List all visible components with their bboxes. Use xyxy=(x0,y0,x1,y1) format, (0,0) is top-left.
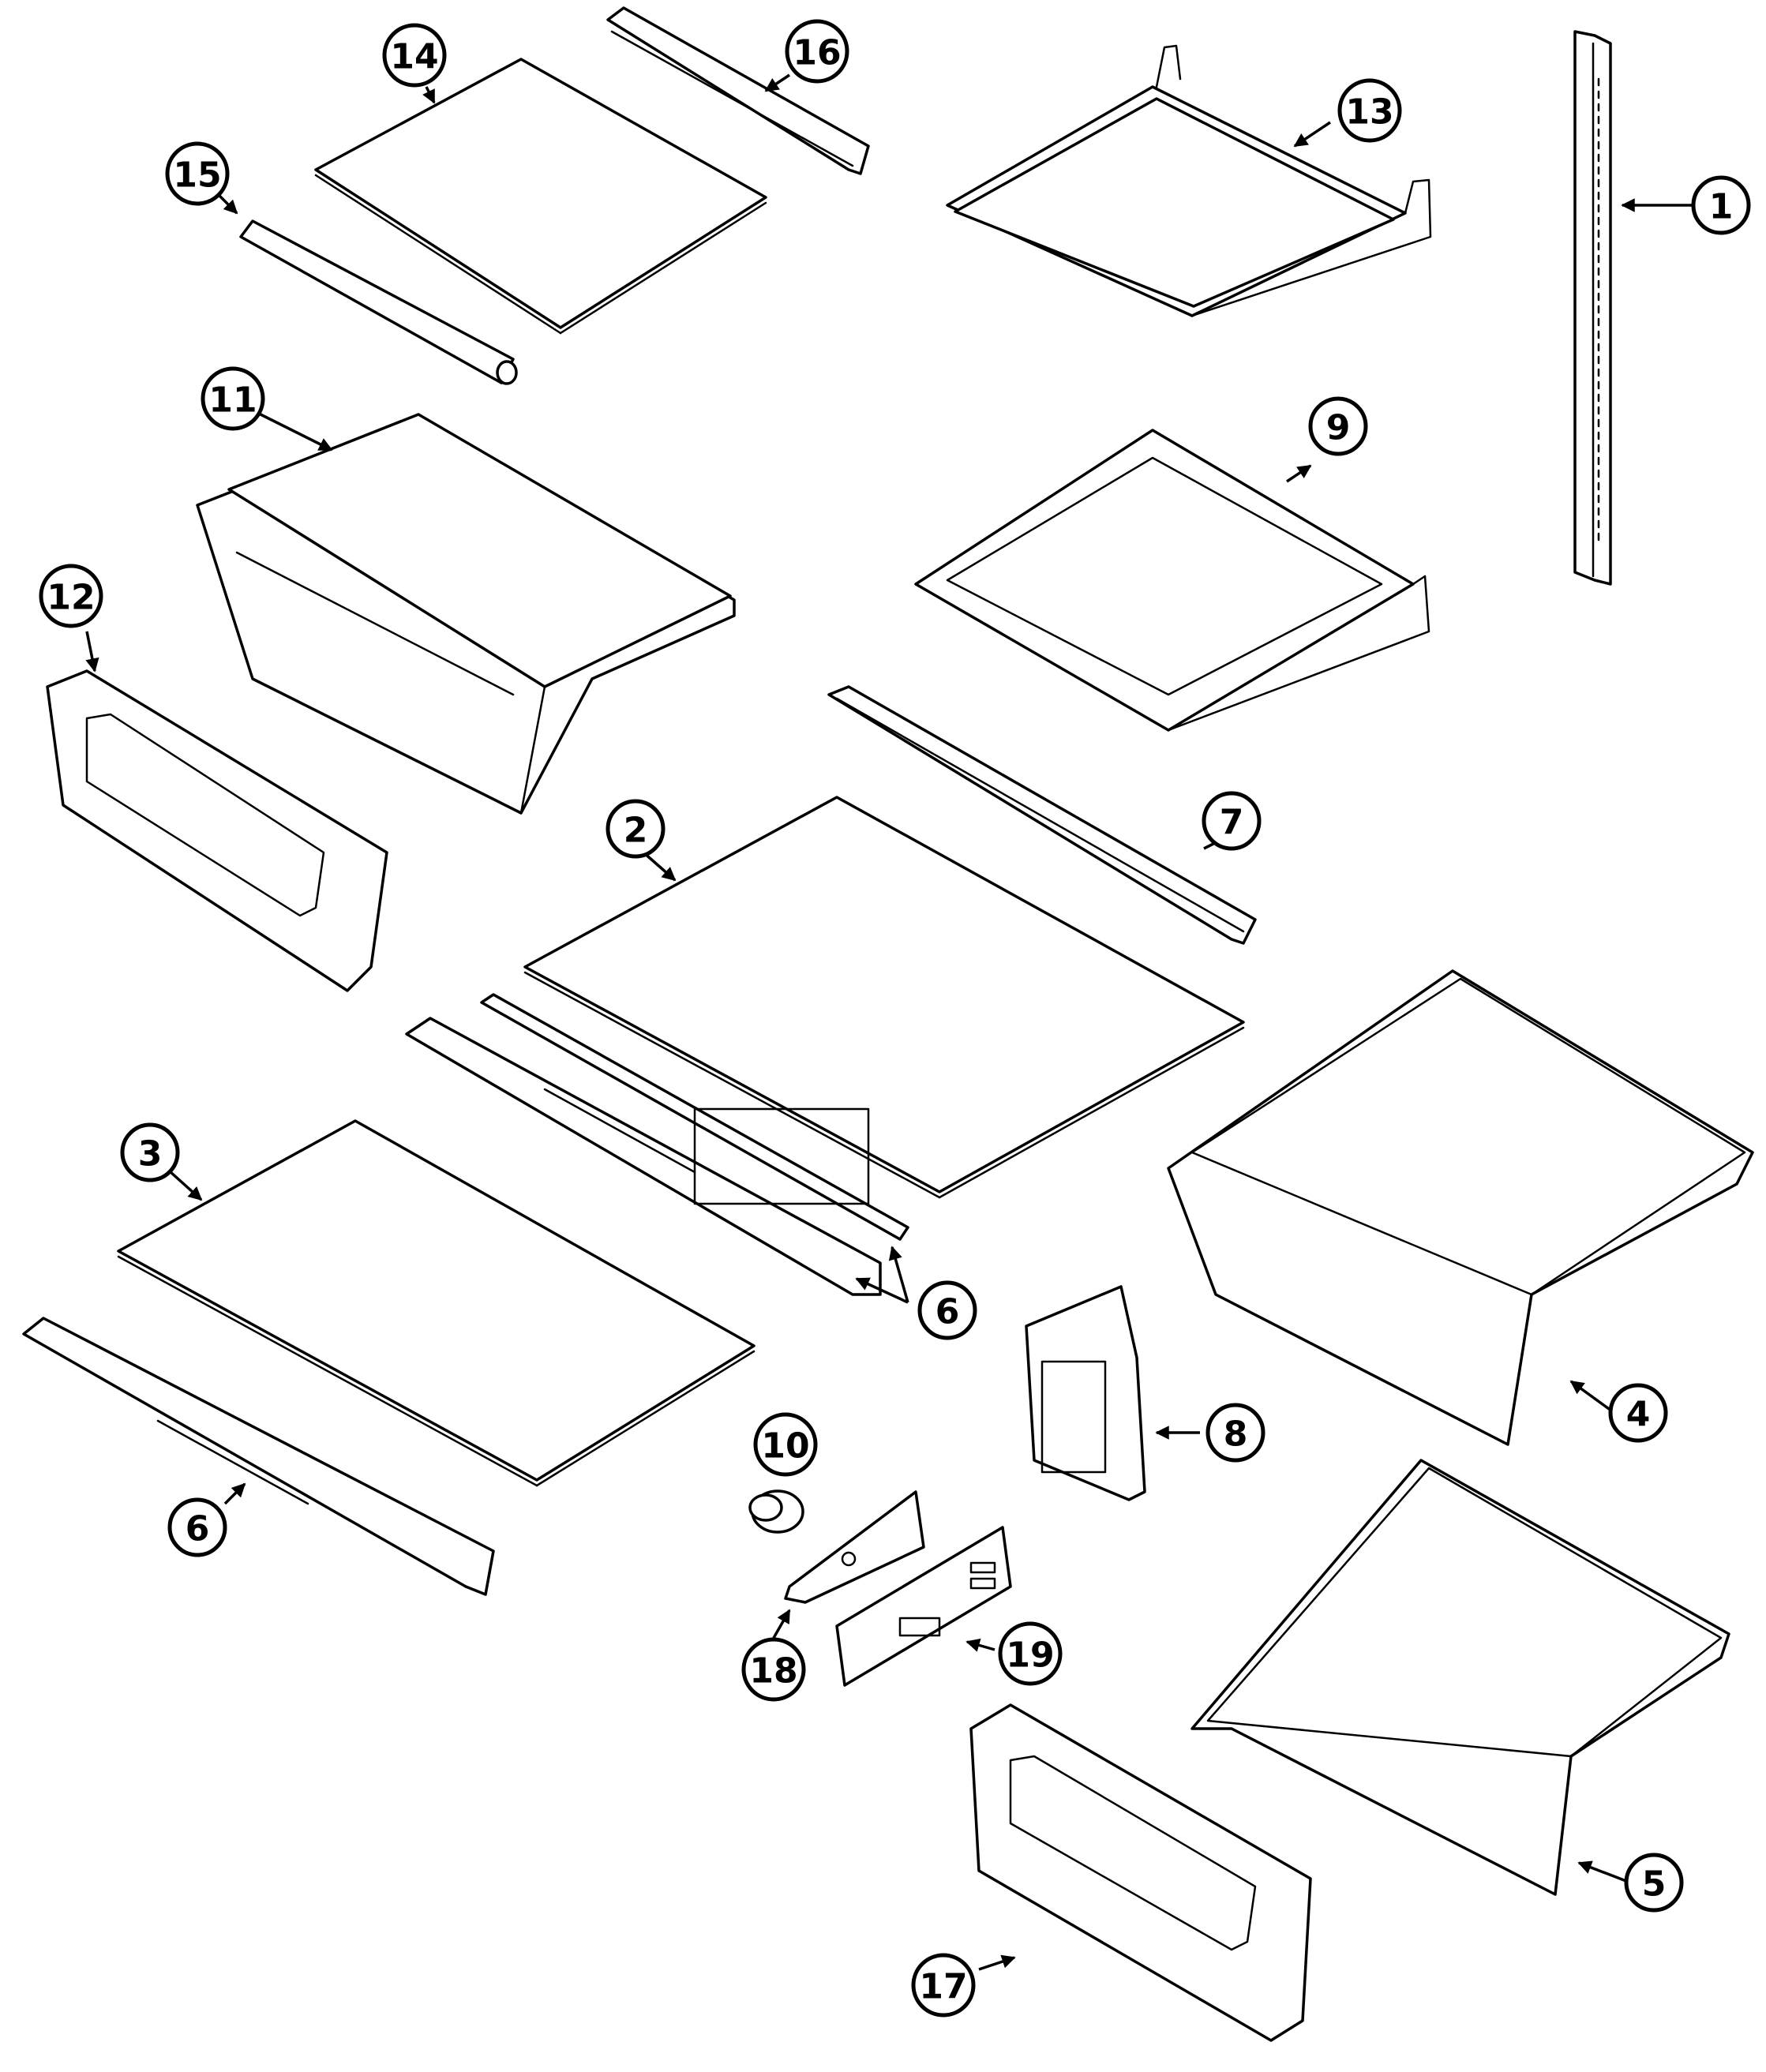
callout-11: 11 xyxy=(201,366,265,431)
callout-16: 16 xyxy=(785,19,849,84)
callout-label: 14 xyxy=(390,37,438,77)
callout-label: 9 xyxy=(1326,408,1351,448)
callout-14: 14 xyxy=(382,23,447,88)
callout-label: 11 xyxy=(208,380,257,421)
part-rail-vertical xyxy=(1573,30,1612,586)
part-round-trim xyxy=(239,219,518,385)
callout-label: 6 xyxy=(935,1292,960,1332)
callout-label: 12 xyxy=(47,578,95,618)
callout-2: 2 xyxy=(606,799,666,859)
callout-label: 16 xyxy=(793,33,841,73)
part-crisper-drawer-right-lower xyxy=(1190,1459,1730,1896)
part-cantilever-shelf-upper xyxy=(946,44,1432,317)
callout-15: 15 xyxy=(165,141,230,206)
part-shelf-trim xyxy=(827,685,1257,945)
callout-label: 6 xyxy=(186,1509,210,1549)
part-cover-housing xyxy=(1025,1285,1146,1501)
callout-label: 1 xyxy=(1709,187,1734,227)
part-crisper-drawer-upper xyxy=(196,413,736,815)
callout-8: 8 xyxy=(1205,1403,1265,1463)
part-shelf-front-rail xyxy=(606,6,870,175)
part-glass-shelf-top xyxy=(314,58,767,335)
part-glass-shelf-lower xyxy=(117,1119,756,1487)
callout-label: 19 xyxy=(1006,1635,1054,1676)
part-shelf-front-trim-upper xyxy=(405,993,909,1296)
callout-label: 7 xyxy=(1220,803,1244,843)
callout-13: 13 xyxy=(1337,78,1402,143)
callout-17: 17 xyxy=(911,1953,976,2018)
callout-5: 5 xyxy=(1624,1853,1684,1913)
callout-label: 3 xyxy=(138,1134,163,1175)
part-shelf-front-trim-lower xyxy=(22,1317,495,1596)
callout-10: 10 xyxy=(753,1412,818,1477)
callout-4: 4 xyxy=(1608,1383,1668,1443)
callout-label: 18 xyxy=(749,1651,797,1692)
callout-label: 8 xyxy=(1224,1414,1248,1455)
callout-9: 9 xyxy=(1308,396,1368,456)
callout-label: 5 xyxy=(1642,1864,1667,1905)
callout-label: 17 xyxy=(919,1967,967,2007)
part-crisper-drawer-right-upper xyxy=(1167,969,1754,1446)
callout-label: 4 xyxy=(1626,1395,1651,1435)
callout-18: 18 xyxy=(741,1637,806,1702)
part-knob xyxy=(748,1489,804,1534)
callout-19: 19 xyxy=(998,1621,1063,1686)
callout-7: 7 xyxy=(1202,791,1262,851)
callout-label: 10 xyxy=(761,1426,809,1467)
callout-label: 2 xyxy=(624,811,648,851)
callout-3: 3 xyxy=(120,1122,180,1182)
callout-12: 12 xyxy=(39,564,103,628)
part-cantilever-shelf-lower xyxy=(914,429,1430,732)
callout-6-lower: 6 xyxy=(167,1497,227,1557)
part-control-panel xyxy=(835,1526,1012,1687)
callout-6-upper: 6 xyxy=(917,1280,977,1340)
part-drawer-front-lower xyxy=(969,1703,1312,2042)
callout-1: 1 xyxy=(1691,175,1751,235)
callout-label: 13 xyxy=(1345,92,1393,133)
part-glass-shelf-middle xyxy=(523,796,1245,1199)
callout-label: 15 xyxy=(173,155,221,196)
part-control-bracket xyxy=(784,1490,925,1604)
callout-leaders xyxy=(85,73,1693,1971)
